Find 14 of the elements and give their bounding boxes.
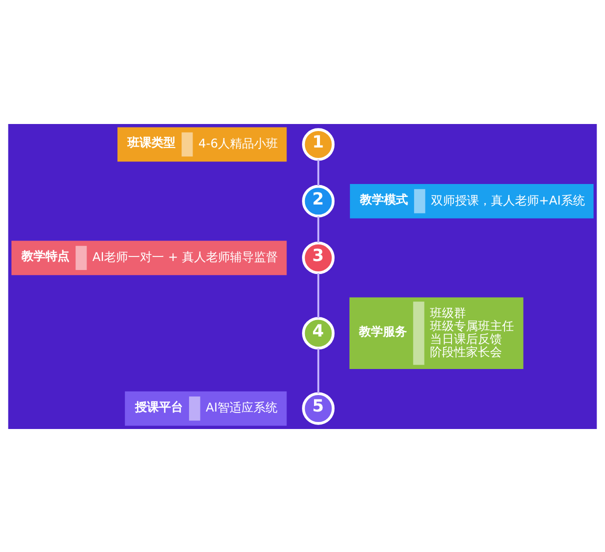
node-box: 教学服务 班级群 班级专属班主任 当日课后反馈 阶段性家长会	[349, 296, 524, 369]
node-circle: 1	[302, 128, 335, 160]
connector	[317, 159, 320, 186]
node-circle: 5	[302, 392, 335, 424]
node-box: 教学特点 AI老师一对一 + 真人老师辅导监督	[11, 240, 287, 275]
connector	[317, 348, 320, 393]
node-box: 班课类型 4-6人精品小班	[117, 126, 287, 162]
node-circle: 4	[302, 316, 335, 349]
node-box: 授课平台 AI智适应系统	[124, 390, 287, 426]
node-circle: 3	[302, 241, 335, 274]
connector	[317, 272, 320, 318]
node-circle: 2	[302, 184, 335, 217]
node-box: 教学模式 双师授课，真人老师+AI系统	[350, 183, 594, 218]
connector	[317, 216, 320, 242]
